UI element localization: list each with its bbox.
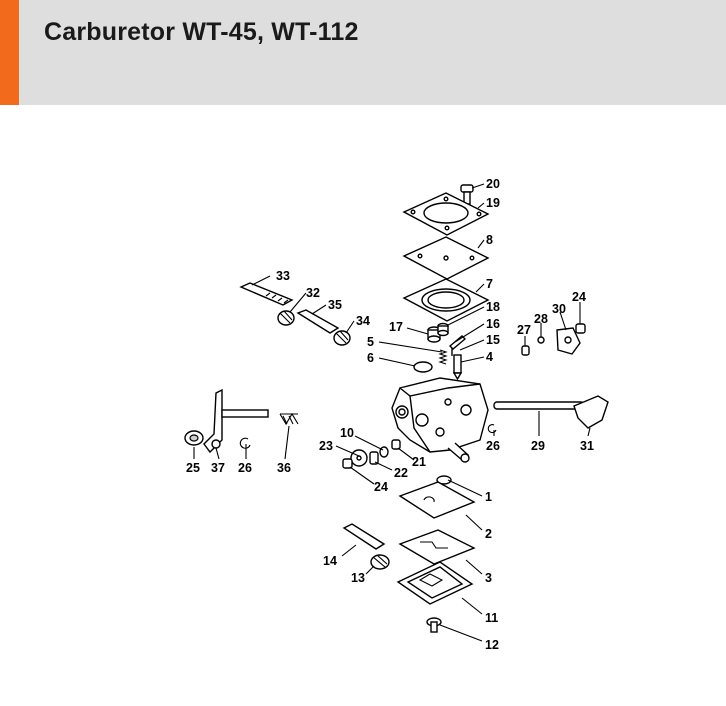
part-valve-1: [436, 475, 452, 485]
callout-26-left: 26: [238, 461, 252, 475]
part-pin-27: [521, 345, 530, 356]
callout-7: 7: [486, 277, 493, 291]
part-screw-33: [239, 282, 294, 306]
part-throttle-shaft-29: [493, 401, 585, 410]
callout-15: 15: [486, 333, 500, 347]
callout-6: 6: [367, 351, 374, 365]
callout-21: 21: [412, 455, 426, 469]
part-inlet-needle-4: [452, 354, 463, 381]
callout-28: 28: [534, 312, 548, 326]
part-clip-26-left: [239, 437, 251, 449]
part-ball-28: [537, 336, 545, 344]
callout-37: 37: [211, 461, 225, 475]
part-nut-25: [184, 430, 204, 446]
callout-17: 17: [389, 320, 403, 334]
part-spring-36: [279, 412, 299, 426]
page-title: Carburetor WT-45, WT-112: [44, 18, 359, 46]
callout-26-right: 26: [486, 439, 500, 453]
callout-31: 31: [580, 439, 594, 453]
callout-24-lower: 24: [374, 480, 388, 494]
callout-3: 3: [485, 571, 492, 585]
part-lever-31: [573, 395, 609, 429]
callout-13: 13: [351, 571, 365, 585]
callout-8: 8: [486, 233, 493, 247]
callout-16: 16: [486, 317, 500, 331]
part-spring-34: [333, 330, 351, 346]
callout-33: 33: [276, 269, 290, 283]
callout-18: 18: [486, 300, 500, 314]
part-throttle-plate-30: [556, 327, 581, 355]
leader-lines: [193, 183, 591, 642]
part-screw-24-upper: [575, 323, 586, 334]
part-cover-11: [396, 561, 474, 605]
callout-4: 4: [486, 350, 493, 364]
callout-1: 1: [485, 490, 492, 504]
callout-25: 25: [186, 461, 200, 475]
callout-2: 2: [485, 527, 492, 541]
part-plug-18: [437, 322, 449, 337]
callout-19: 19: [486, 196, 500, 210]
part-gasket-2: [398, 481, 476, 519]
part-clip-26-right: [487, 424, 497, 434]
part-screw-24-lower: [342, 458, 353, 469]
part-diaphragm-7: [402, 278, 490, 322]
callout-24-upper: 24: [572, 290, 586, 304]
part-screw-12: [426, 617, 442, 633]
part-spring-13: [370, 554, 390, 570]
part-screw-35: [296, 309, 340, 334]
part-bushing-22: [369, 451, 379, 465]
part-plate-23: [350, 449, 368, 467]
callout-30: 30: [552, 302, 566, 316]
part-diaphragm-3: [398, 529, 476, 565]
part-gasket-8: [402, 236, 490, 280]
part-needle-14: [342, 523, 386, 550]
callout-22: 22: [394, 466, 408, 480]
header-bar: [0, 0, 726, 105]
part-pump-cover-19: [402, 192, 490, 236]
callout-32: 32: [306, 286, 320, 300]
callout-29: 29: [531, 439, 545, 453]
callout-23: 23: [319, 439, 333, 453]
part-spring-32: [277, 310, 295, 326]
callout-11: 11: [485, 611, 498, 625]
callout-36: 36: [277, 461, 291, 475]
callout-35: 35: [328, 298, 342, 312]
part-cap-6: [413, 361, 433, 373]
callout-5: 5: [367, 335, 374, 349]
part-nut-21: [391, 439, 401, 450]
callout-27: 27: [517, 323, 531, 337]
part-carburetor-body: [391, 377, 489, 463]
callout-12: 12: [485, 638, 499, 652]
callout-10: 10: [340, 426, 354, 440]
header-accent-stripe: [0, 0, 19, 105]
part-choke-shaft-37: [203, 388, 269, 454]
callout-14: 14: [323, 554, 337, 568]
callout-34: 34: [356, 314, 370, 328]
part-screen-17: [427, 326, 441, 343]
part-spring-5: [438, 349, 448, 365]
part-lever-16: [448, 335, 467, 356]
callout-20: 20: [486, 177, 500, 191]
exploded-parts-diagram: 20 19 8 7 18 16 15 4 17 5 6 33 32 35 34 …: [184, 177, 609, 652]
callout-labels: 20 19 8 7 18 16 15 4 17 5 6 33 32 35 34 …: [186, 177, 594, 652]
